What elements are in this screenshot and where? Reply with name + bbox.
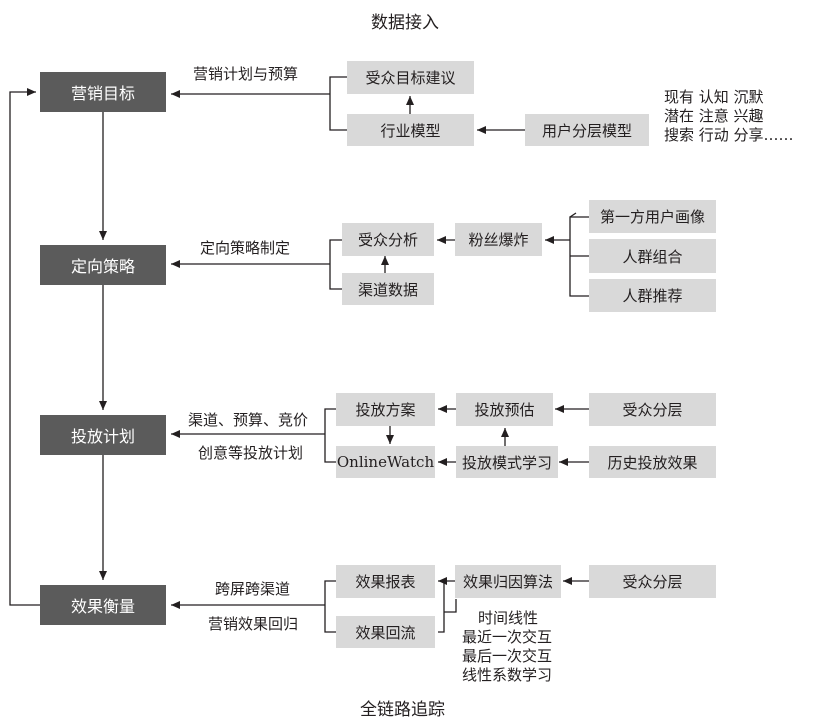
row1-note-line: 搜索 行动 分享…… bbox=[664, 126, 794, 144]
top-title: 数据接入 bbox=[371, 13, 439, 33]
attribution-box: 效果归因算法 bbox=[455, 565, 561, 598]
row4-note-line: 最近一次交互 bbox=[462, 628, 553, 646]
row4-edge-label-2: 营销效果回归 bbox=[208, 615, 299, 633]
row4-edge-label-1: 跨屏跨渠道 bbox=[215, 580, 291, 598]
row3-edge-label-1: 渠道、预算、竞价 bbox=[188, 411, 309, 429]
row4-note-line: 最后一次交互 bbox=[462, 647, 553, 665]
row2-edge-label: 定向策略制定 bbox=[200, 239, 291, 257]
report-box: 效果报表 bbox=[336, 565, 435, 598]
industry-model-box: 行业模型 bbox=[347, 114, 474, 146]
stage-goal: 营销目标 bbox=[40, 72, 166, 112]
row4-note: 时间线性 最近一次交互 最后一次交互 线性系数学习 bbox=[462, 609, 552, 685]
row3-edge-label-2: 创意等投放计划 bbox=[198, 444, 304, 462]
stage-plan: 投放计划 bbox=[40, 415, 166, 455]
row1-note-line: 现有 认知 沉默 bbox=[664, 88, 764, 106]
estimate-box: 投放预估 bbox=[456, 393, 553, 426]
crowd-combo-box: 人群组合 bbox=[589, 239, 716, 273]
channel-data-box: 渠道数据 bbox=[342, 273, 434, 305]
crowd-recommend-box: 人群推荐 bbox=[589, 279, 716, 312]
audience-layer-box-row4: 受众分层 bbox=[589, 565, 716, 598]
row4-note-line: 线性系数学习 bbox=[462, 666, 553, 684]
row4-note-line: 时间线性 bbox=[478, 609, 539, 627]
plan-scheme-box: 投放方案 bbox=[336, 393, 435, 426]
user-layer-model-box: 用户分层模型 bbox=[525, 114, 649, 146]
audience-analysis-box: 受众分析 bbox=[342, 223, 434, 256]
first-party-profile-box: 第一方用户画像 bbox=[589, 200, 716, 233]
audience-suggest-box: 受众目标建议 bbox=[347, 61, 474, 94]
row1-edge-label: 营销计划与预算 bbox=[193, 65, 299, 83]
stage-measure: 效果衡量 bbox=[40, 585, 166, 625]
backflow-box: 效果回流 bbox=[336, 616, 435, 648]
bottom-title: 全链路追踪 bbox=[360, 700, 445, 720]
mode-learning-box: 投放模式学习 bbox=[456, 446, 558, 478]
fans-boom-box: 粉丝爆炸 bbox=[455, 223, 542, 256]
history-effect-box: 历史投放效果 bbox=[589, 446, 716, 478]
row1-note-line: 潜在 注意 兴趣 bbox=[664, 107, 764, 125]
online-watch-box: OnlineWatch bbox=[336, 446, 435, 478]
audience-layer-box-row3: 受众分层 bbox=[589, 393, 716, 426]
row1-note: 现有 认知 沉默 潜在 注意 兴趣 搜索 行动 分享…… bbox=[664, 88, 794, 145]
stage-strategy: 定向策略 bbox=[40, 245, 166, 285]
